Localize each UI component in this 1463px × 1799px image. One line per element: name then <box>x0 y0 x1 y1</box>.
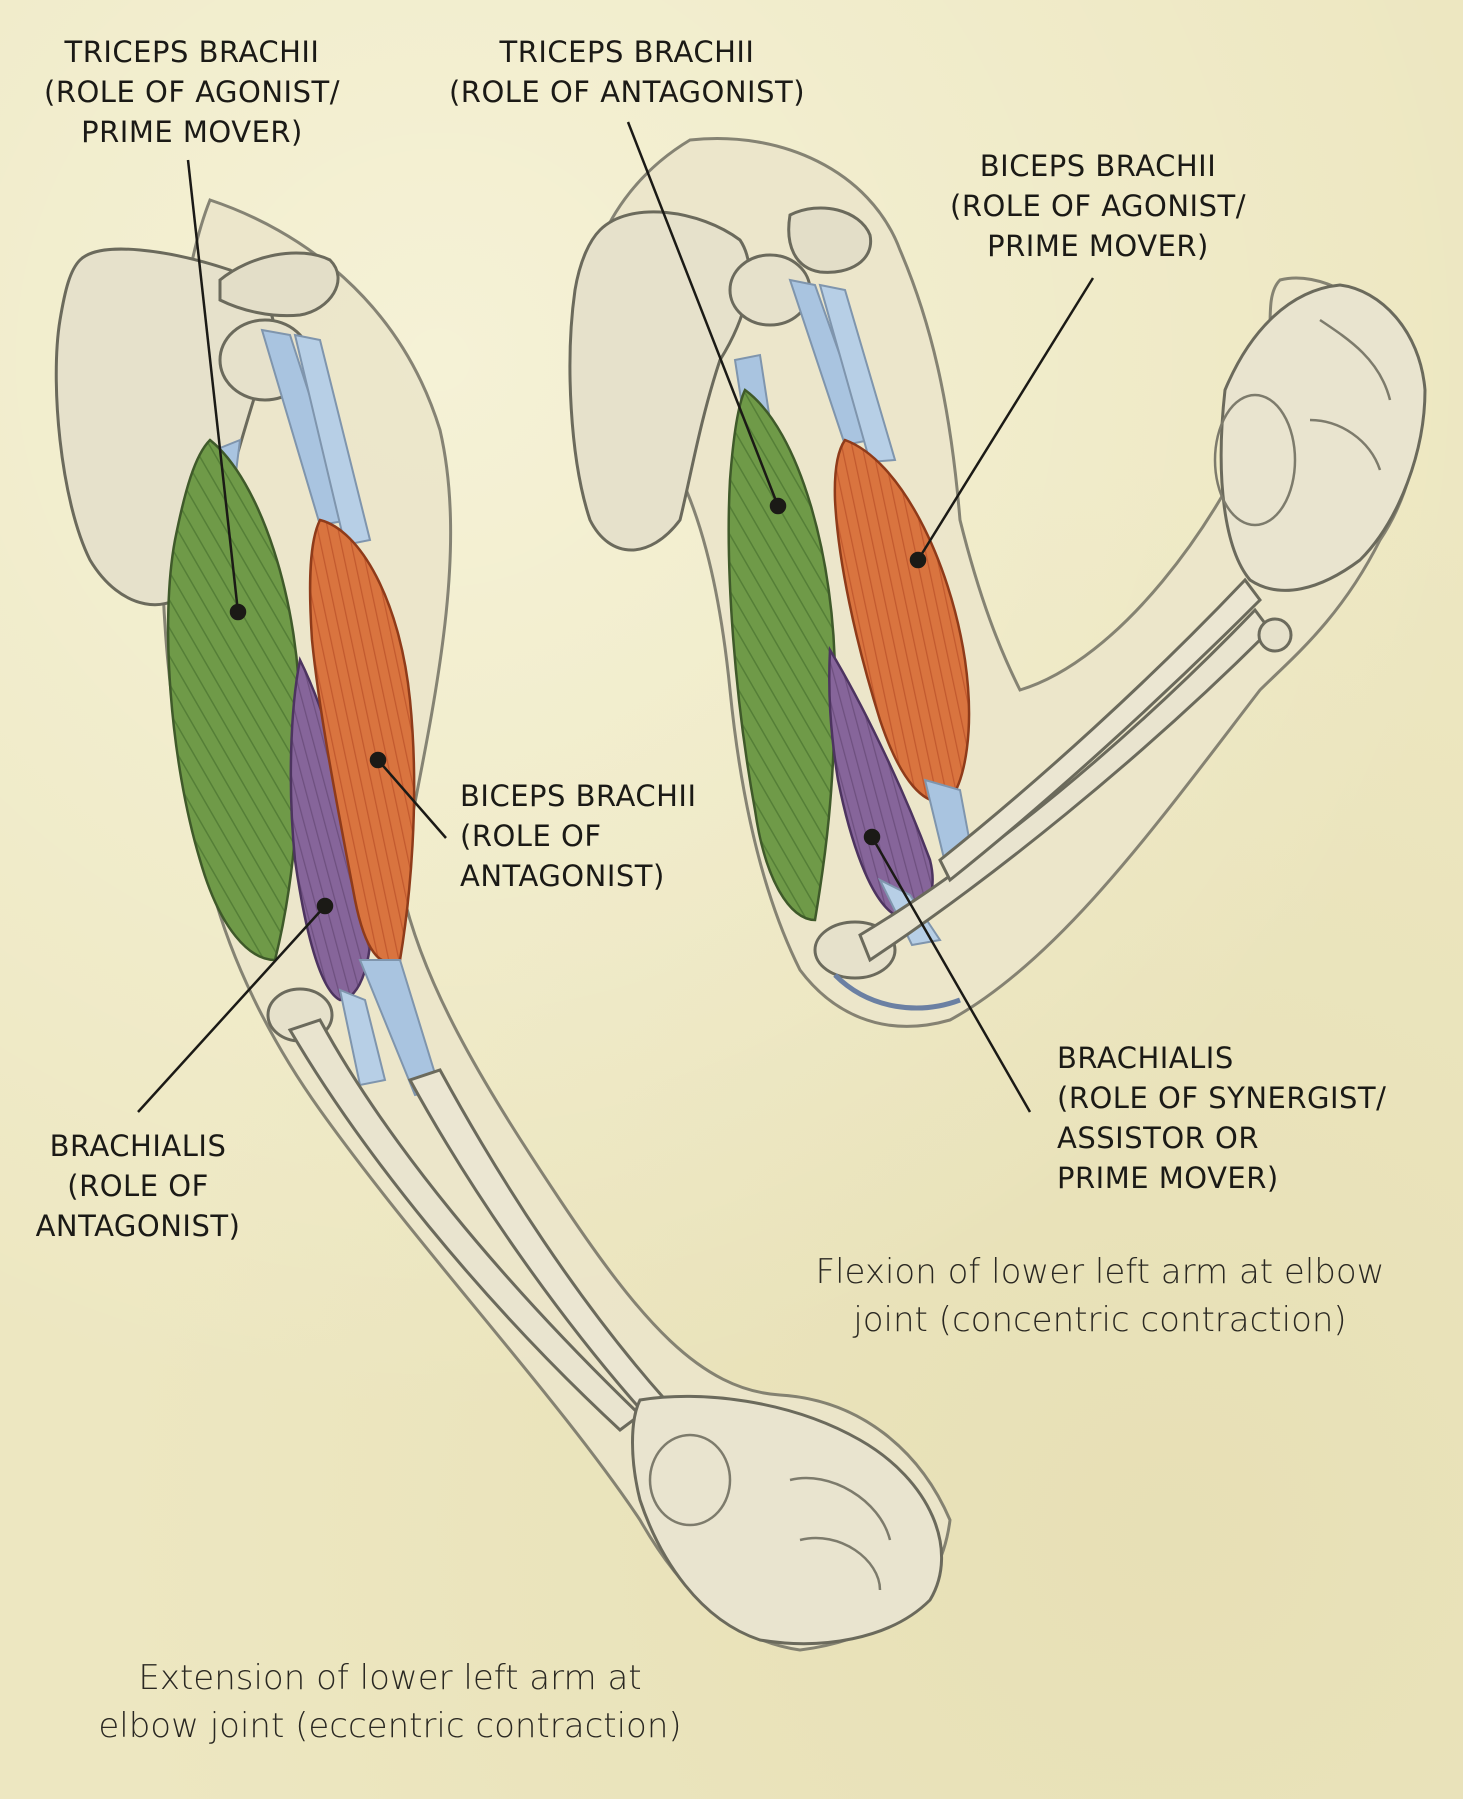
caption-line: Extension of lower left arm at <box>138 1658 642 1698</box>
leader-triceps-antagonist <box>626 121 780 507</box>
label-brachialis-synergist: BRACHIALIS (ROLE OF SYNERGIST/ ASSISTOR … <box>1057 1038 1386 1198</box>
label-line: (ROLE OF <box>67 1169 209 1203</box>
label-line: PRIME MOVER) <box>987 229 1209 263</box>
left-arm <box>54 198 952 1652</box>
label-line: (ROLE OF ANTAGONIST) <box>448 75 806 109</box>
right-fist <box>1219 283 1427 592</box>
caption-line: Flexion of lower left arm at elbow <box>815 1252 1385 1292</box>
leader-brachialis-synergist <box>870 836 1032 1113</box>
leader-lines <box>137 121 1095 1113</box>
leader-triceps-agonist <box>186 159 240 613</box>
label-line: ANTAGONIST) <box>460 859 665 893</box>
label-line: BRACHIALIS <box>49 1129 227 1163</box>
caption-line: elbow joint (eccentric contraction) <box>98 1706 682 1746</box>
right-triceps <box>727 388 837 922</box>
label-line: (ROLE OF SYNERGIST/ <box>1057 1081 1387 1115</box>
label-line: BRACHIALIS <box>1057 1041 1234 1075</box>
label-line: ASSISTOR OR <box>1057 1121 1260 1155</box>
label-line: PRIME MOVER) <box>1057 1161 1279 1195</box>
caption-line: joint (concentric contraction) <box>853 1300 1347 1340</box>
left-fist <box>631 1394 944 1646</box>
label-line: TRICEPS BRACHII <box>499 35 755 69</box>
right-scapula <box>568 210 751 552</box>
caption-extension: Extension of lower left arm at elbow joi… <box>40 1654 740 1750</box>
label-line: BICEPS BRACHII <box>979 149 1217 183</box>
left-triceps <box>166 438 302 962</box>
caption-flexion: Flexion of lower left arm at elbow joint… <box>760 1248 1440 1344</box>
leader-biceps-agonist <box>916 277 1095 561</box>
label-line: BICEPS BRACHII <box>460 779 697 813</box>
label-line: TRICEPS BRACHII <box>64 35 320 69</box>
label-line: ANTAGONIST) <box>35 1209 241 1243</box>
right-arm <box>568 137 1427 1028</box>
label-line: (ROLE OF AGONIST/ <box>44 75 340 109</box>
label-biceps-agonist: BICEPS BRACHII (ROLE OF AGONIST/ PRIME M… <box>928 146 1268 266</box>
leader-biceps-antagonist <box>377 759 447 839</box>
label-line: (ROLE OF AGONIST/ <box>950 189 1246 223</box>
label-biceps-antagonist: BICEPS BRACHII (ROLE OF ANTAGONIST) <box>460 776 697 896</box>
leader-brachialis-antagonist <box>137 905 326 1113</box>
right-radius <box>938 577 1262 883</box>
label-line: PRIME MOVER) <box>81 115 303 149</box>
label-brachialis-antagonist: BRACHIALIS (ROLE OF ANTAGONIST) <box>12 1126 264 1246</box>
label-line: (ROLE OF <box>460 819 602 853</box>
label-triceps-antagonist: TRICEPS BRACHII (ROLE OF ANTAGONIST) <box>422 32 832 112</box>
label-triceps-agonist: TRICEPS BRACHII (ROLE OF AGONIST/ PRIME … <box>22 32 362 152</box>
